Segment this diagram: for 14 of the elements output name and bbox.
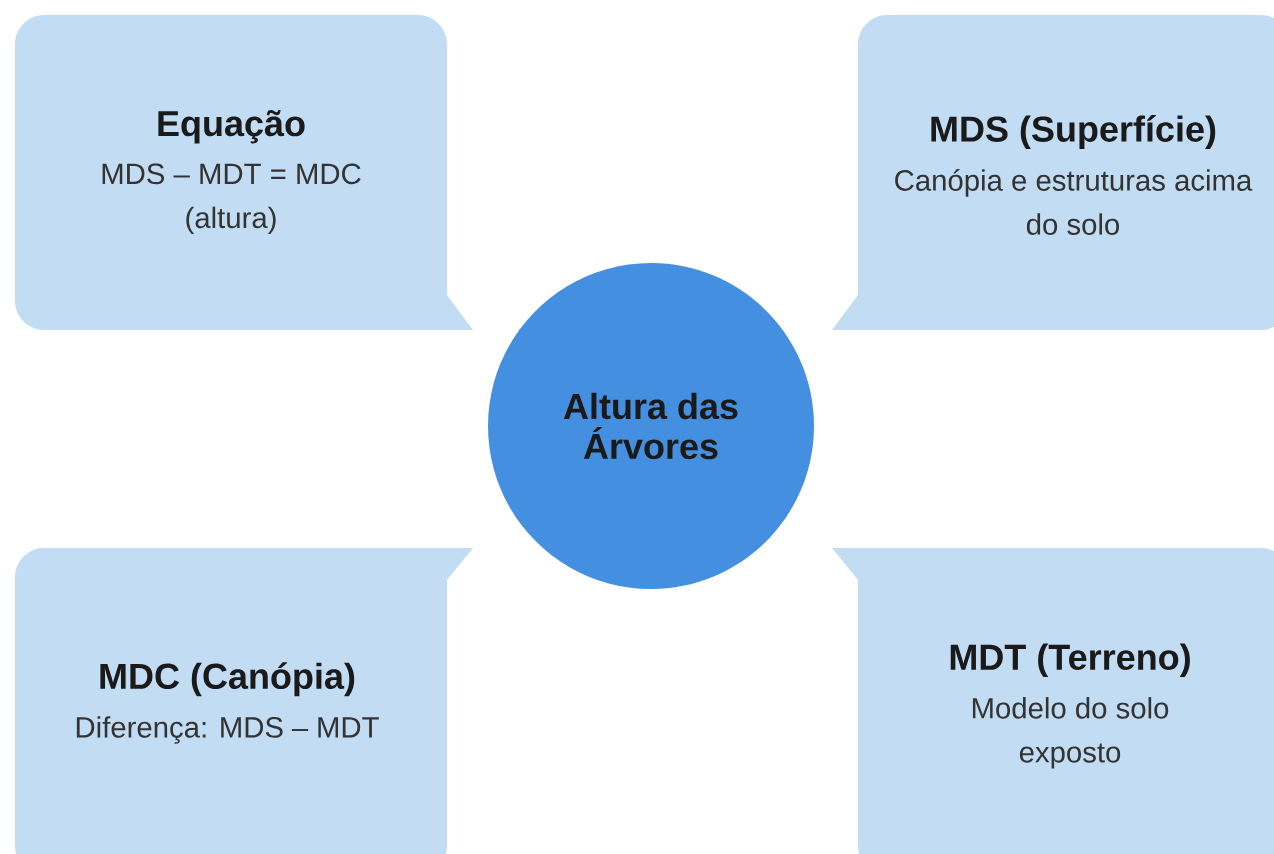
callout-box: [832, 15, 1274, 330]
callout-box: [832, 548, 1274, 854]
box-heading: Equação: [158, 110, 305, 144]
box-description: Modelo do solo exposto: [972, 697, 1169, 769]
box-description: Diferença: MDS – MDT: [76, 716, 379, 744]
box-description: MDS – MDT = MDC (altura): [102, 163, 361, 234]
box-heading: MDT (Terreno): [950, 643, 1190, 678]
callout-box: [15, 15, 473, 330]
circle-label: Altura das Árvores: [563, 392, 738, 460]
box-heading: MDC (Canópia): [100, 662, 355, 697]
callout-box: [15, 548, 473, 854]
center-circle: [488, 263, 814, 589]
box-description: Canópia e estruturas acima do solo: [895, 169, 1253, 235]
box-heading: MDS (Superfície): [931, 115, 1216, 149]
